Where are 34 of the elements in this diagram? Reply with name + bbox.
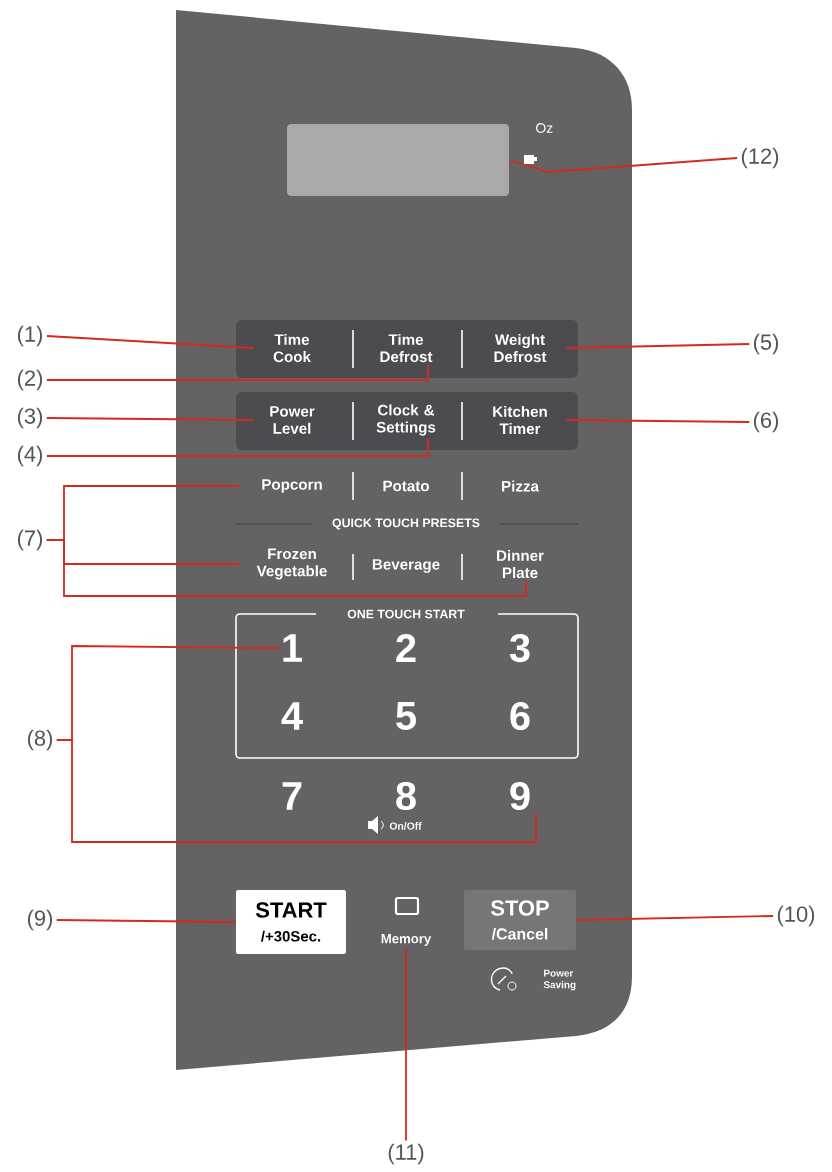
callout-number: (2) <box>17 369 43 391</box>
leader-line <box>575 915 774 921</box>
callout-number: (4) <box>17 445 43 467</box>
leader-line <box>565 343 751 349</box>
number-key: 1 <box>283 634 302 662</box>
number-key: 2 <box>396 634 416 662</box>
callout-number: (9) <box>27 909 53 931</box>
callout-number: (11) <box>388 1143 424 1165</box>
number-key: 5 <box>396 702 416 730</box>
leader-line <box>45 335 255 349</box>
leader-line <box>55 919 237 923</box>
number-key: 7 <box>282 782 302 810</box>
number-key: 3 <box>509 633 530 663</box>
display-window <box>287 124 509 196</box>
leader-line <box>565 419 751 423</box>
number-key: 8 <box>396 781 416 811</box>
callout-number: (1) <box>17 325 43 347</box>
leader-line <box>45 417 255 421</box>
leader-line <box>45 539 527 597</box>
callout-number: (7) <box>17 529 43 551</box>
callout-number: (6) <box>753 411 779 433</box>
leader-line <box>508 157 738 173</box>
callout-number: (12) <box>741 147 779 169</box>
callout-number: (3) <box>17 407 43 429</box>
number-key: 9 <box>510 781 530 811</box>
number-key: 6 <box>510 701 530 731</box>
callout-number: (5) <box>753 333 779 355</box>
number-key: 4 <box>281 702 303 730</box>
leader-line <box>55 739 537 843</box>
leader-line <box>405 947 407 1142</box>
leader-line <box>45 437 429 457</box>
callout-number: (8) <box>27 729 53 751</box>
leader-line <box>45 363 429 381</box>
callout-number: (10) <box>777 905 815 927</box>
